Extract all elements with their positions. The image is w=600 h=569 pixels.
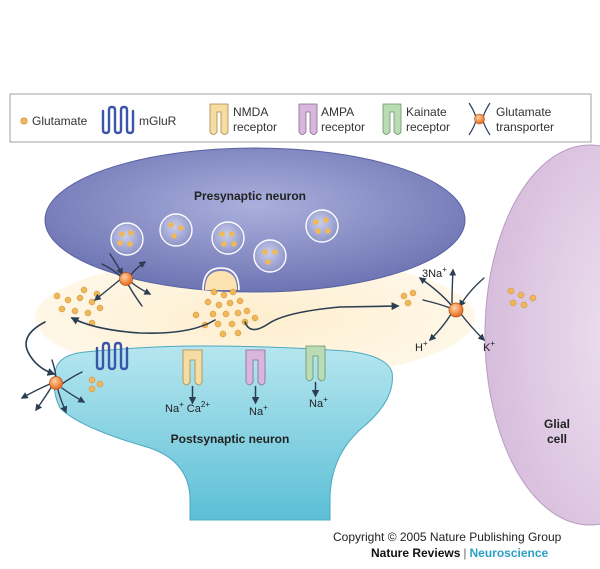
journal-name: Nature Reviews [371, 546, 461, 560]
kainate-receptor [305, 345, 326, 398]
nmda-receptor-icon [209, 103, 229, 135]
ampa-receptor [245, 349, 266, 405]
presynaptic-glutamate-transporter [93, 253, 152, 307]
legend-transporter-line1: Glutamate [496, 105, 552, 119]
glial-h-label: H+ [415, 339, 428, 354]
glial-cell [484, 144, 600, 526]
presynaptic-label: Presynaptic neuron [194, 189, 306, 203]
vesicle [305, 209, 339, 243]
glutamate-icon [20, 117, 28, 125]
glial-label-line1: Glial [544, 417, 570, 431]
legend-nmda-line2: receptor [233, 120, 277, 134]
glial-na-label: 3Na+ [422, 265, 447, 280]
journal-credit: Nature Reviews|Neuroscience [371, 546, 548, 560]
legend-nmda-line1: NMDA [233, 105, 268, 119]
legend-ampa-line1: AMPA [321, 105, 354, 119]
legend-mglur-label: mGluR [139, 114, 177, 128]
vesicle [253, 239, 287, 273]
pathway-arrows [25, 302, 400, 376]
mglur-icon [101, 105, 135, 135]
legend-kainate-line2: receptor [406, 120, 450, 134]
legend-glutamate-label: Glutamate [32, 114, 88, 128]
vesicle [211, 221, 245, 255]
mglur-receptor [95, 341, 129, 371]
nmda-ion-label: Na+ Ca2+ [165, 400, 210, 415]
kainate-ion-label: Na+ [309, 395, 328, 410]
journal-section: Neuroscience [469, 546, 549, 560]
legend-transporter-line2: transporter [496, 120, 554, 134]
ampa-ion-label: Na+ [249, 403, 268, 418]
glutamate-transporter-icon [468, 102, 491, 136]
kainate-receptor-icon [382, 103, 402, 135]
legend-ampa-line2: receptor [321, 120, 365, 134]
copyright-text: Copyright © 2005 Nature Publishing Group [333, 530, 562, 544]
glial-glutamate-transporter [418, 268, 485, 341]
vesicle [159, 213, 193, 247]
legend-kainate-line1: Kainate [406, 105, 447, 119]
glial-k-label: K+ [483, 339, 495, 354]
ampa-receptor-icon [298, 103, 318, 135]
journal-separator: | [463, 546, 467, 560]
postsynaptic-neuron [53, 345, 393, 521]
glial-label-line2: cell [547, 432, 567, 446]
postsynaptic-glutamate-transporter [20, 359, 86, 414]
vesicle [110, 222, 144, 256]
legend: Glutamate mGluR NMDA receptor AMPA recep… [9, 93, 592, 143]
released-glutamate [53, 286, 537, 393]
fusing-vesicle [202, 267, 240, 291]
nmda-receptor [182, 349, 203, 405]
presynaptic-neuron [44, 147, 466, 293]
postsynaptic-label: Postsynaptic neuron [171, 432, 290, 446]
